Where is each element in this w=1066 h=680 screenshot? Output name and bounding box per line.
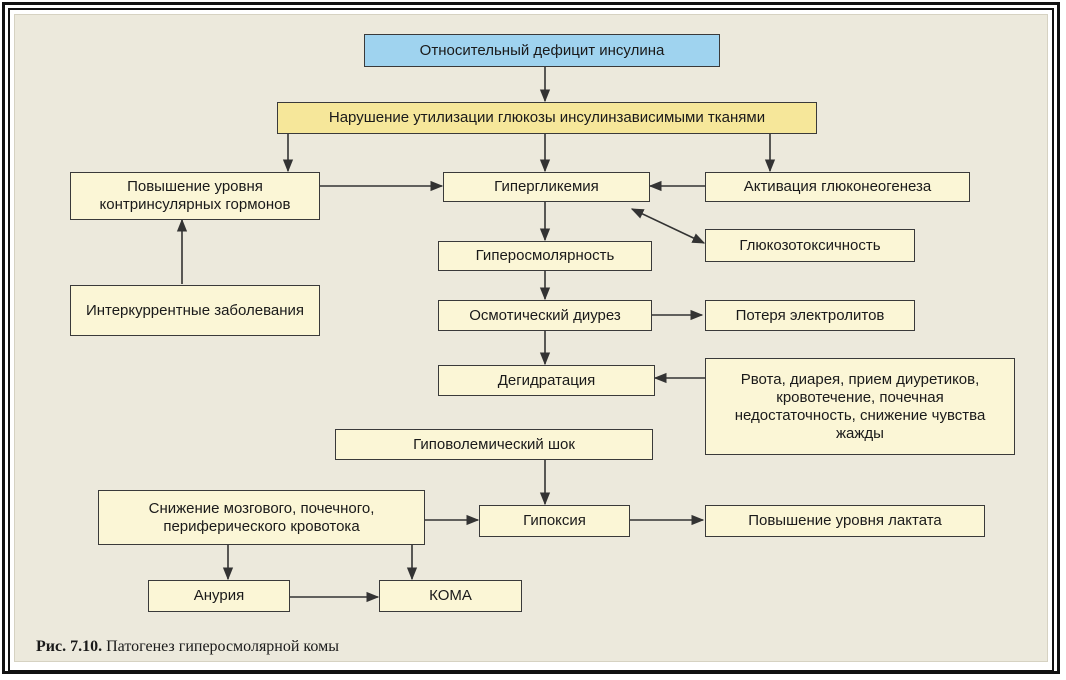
node-coma: КОМА xyxy=(379,580,522,612)
node-intercurrent-diseases: Интеркуррентные заболевания xyxy=(70,285,320,336)
node-anuria: Анурия xyxy=(148,580,290,612)
arrow-hyperglycemia-glucotoxicity xyxy=(630,208,706,244)
inner-frame xyxy=(8,8,1054,672)
node-hyperglycemia: Гипергликемия xyxy=(443,172,650,202)
node-hyperosmolarity: Гиперосмолярность xyxy=(438,241,652,271)
node-vomiting-factors: Рвота, диарея, прием диуретиков, кровоте… xyxy=(705,358,1015,455)
node-gluconeogenesis: Активация глюконеогенеза xyxy=(705,172,970,202)
node-electrolyte-loss: Потеря электролитов xyxy=(705,300,915,331)
node-hypoxia: Гипоксия xyxy=(479,505,630,537)
node-hypovolemic-shock: Гиповолемический шок xyxy=(335,429,653,460)
caption-label: Рис. 7.10. xyxy=(36,638,103,655)
node-relative-insulin-deficit: Относительный дефицит инсулина xyxy=(364,34,720,67)
node-glucose-utilization-disorder: Нарушение утилизации глюкозы инсулинзави… xyxy=(277,102,817,134)
node-osmotic-diuresis: Осмотический диурез xyxy=(438,300,652,331)
node-lactate-increase: Повышение уровня лактата xyxy=(705,505,985,537)
node-dehydration: Дегидратация xyxy=(438,365,655,396)
figure-caption: Рис. 7.10. Патогенез гиперосмолярной ком… xyxy=(36,638,339,656)
node-glucotoxicity: Глюкозотоксичность xyxy=(705,229,915,262)
caption-text: Патогенез гиперосмолярной комы xyxy=(106,638,339,655)
node-contrainsular-hormones: Повышение уровня контринсулярных гормоно… xyxy=(70,172,320,220)
node-blood-flow-reduction: Снижение мозгового, почечного, периферич… xyxy=(98,490,425,545)
